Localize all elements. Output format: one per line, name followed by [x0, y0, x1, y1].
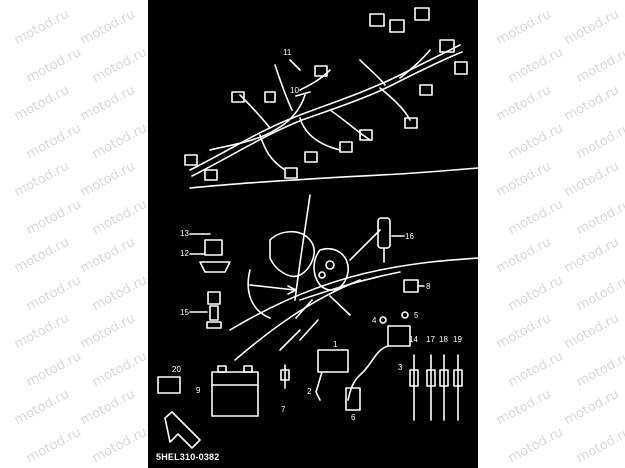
wire-harness-strand [191, 51, 463, 177]
callout-16: 16 [405, 232, 414, 241]
callout-10: 10 [290, 86, 299, 95]
callout-2: 2 [307, 387, 312, 396]
callout-4: 4 [372, 316, 377, 325]
callout-13: 13 [180, 229, 189, 238]
callout-12: 12 [180, 249, 189, 258]
callout-3: 3 [398, 363, 403, 372]
callout-15: 15 [180, 308, 189, 317]
callout-5: 5 [414, 311, 419, 320]
callout-8: 8 [426, 282, 431, 291]
callout-6: 6 [351, 413, 356, 422]
fwd-label: FWD [178, 426, 194, 442]
drawing-code: 5HEL310-0382 [156, 452, 220, 462]
callout-20: 20 [172, 365, 181, 374]
wire-harness-main [189, 44, 461, 171]
callout-14: 14 [409, 335, 418, 344]
callout-1: 1 [333, 340, 338, 349]
callout-18: 18 [439, 335, 448, 344]
fwd-arrow [164, 411, 201, 449]
frame-outline [189, 167, 479, 189]
callout-19: 19 [453, 335, 462, 344]
callout-9: 9 [196, 386, 201, 395]
callout-17: 17 [426, 335, 435, 344]
callout-7: 7 [281, 405, 286, 414]
callout-11: 11 [283, 48, 292, 57]
